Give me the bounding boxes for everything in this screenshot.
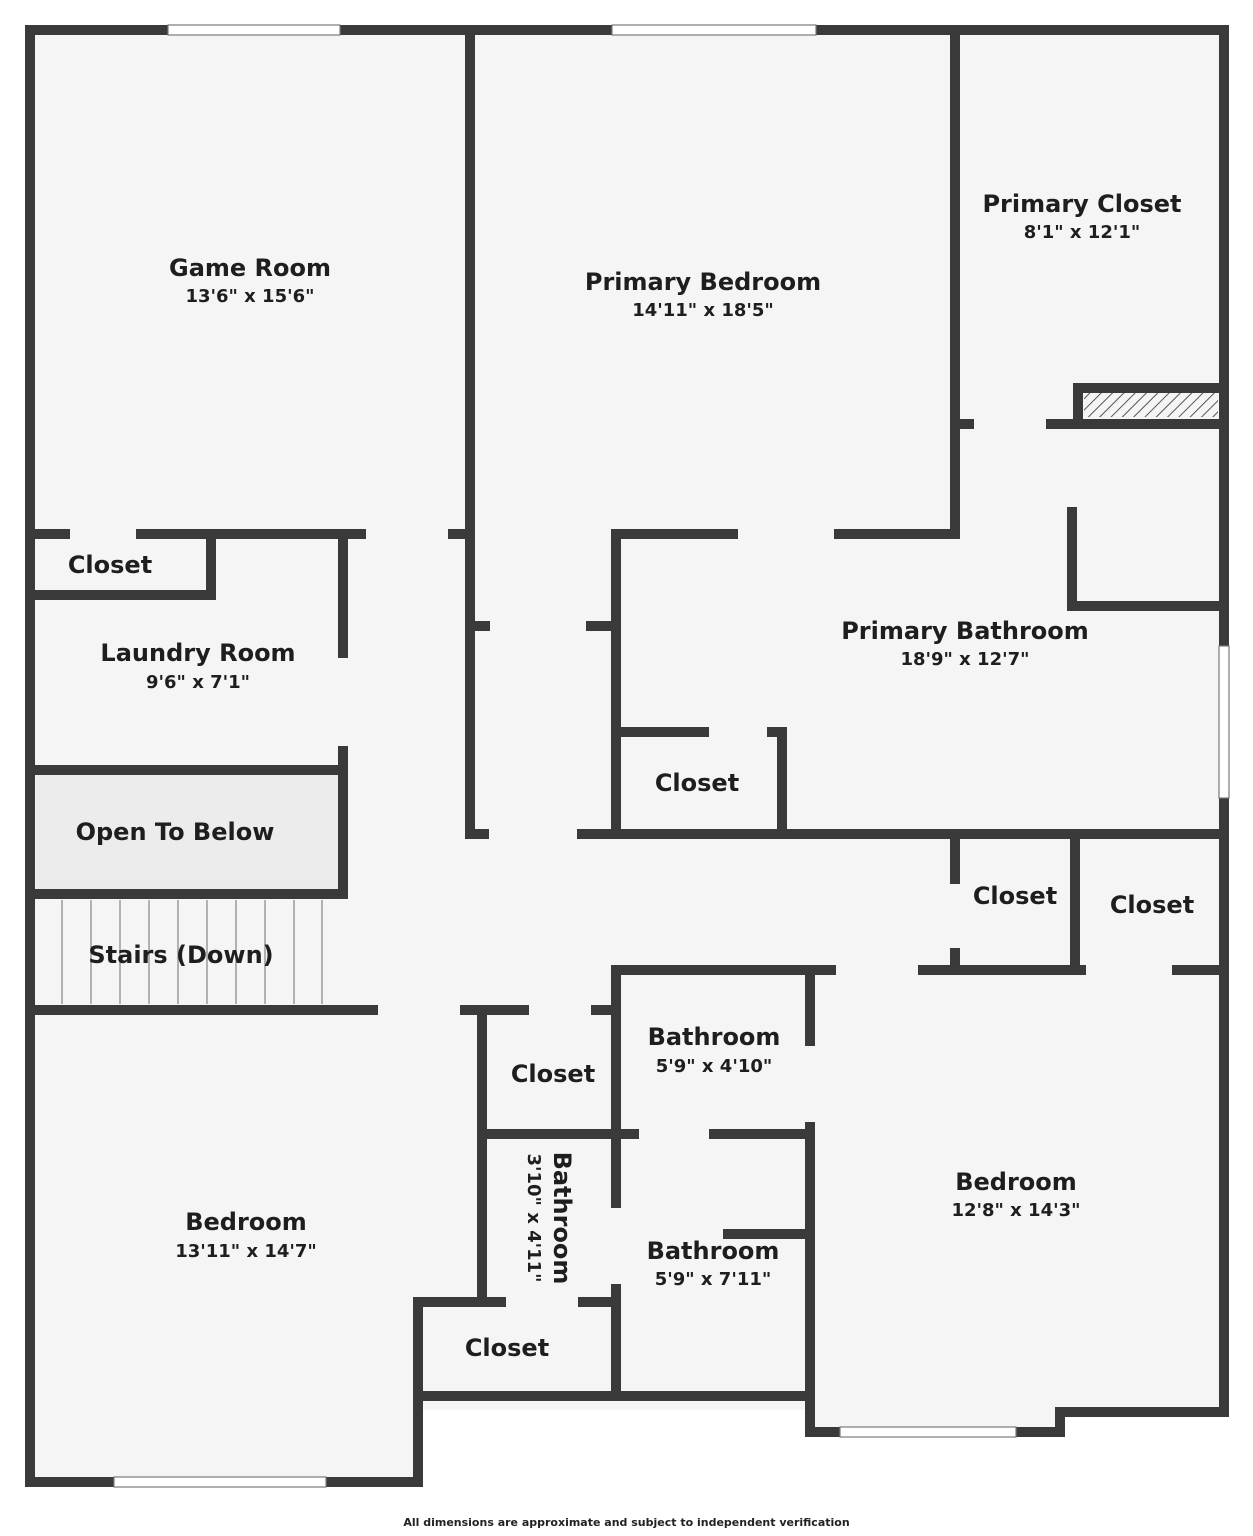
label-closet-hall-2: Closet: [1110, 891, 1194, 919]
openings: [70, 419, 1172, 1307]
dims-bedroom-right: 12'8" x 14'3": [951, 1200, 1080, 1221]
label-primary-bedroom: Primary Bedroom: [585, 268, 821, 296]
label-stairs: Stairs (Down): [88, 941, 273, 969]
dims-primary-bathroom: 18'9" x 12'7": [900, 649, 1029, 670]
dims-laundry-room: 9'6" x 7'1": [146, 672, 250, 693]
dims-bathroom-second: 5'9" x 7'11": [655, 1269, 772, 1290]
label-open-to-below: Open To Below: [76, 818, 275, 846]
walls: [25, 25, 1229, 1487]
label-bedroom-left: Bedroom: [185, 1208, 307, 1236]
dims-bedroom-left: 13'11" x 14'7": [175, 1241, 317, 1262]
label-bathroom-small: Bathroom: [648, 1023, 781, 1051]
dims-primary-bedroom: 14'11" x 18'5": [632, 300, 774, 321]
closet-shelf: [1084, 393, 1218, 417]
label-laundry-room: Laundry Room: [100, 639, 295, 667]
label-closet-bottom: Closet: [465, 1334, 549, 1362]
label-closet-mid: Closet: [511, 1060, 595, 1088]
dims-bathroom-small: 5'9" x 4'10": [656, 1056, 773, 1077]
dims-bathroom-vertical: 3'10" x 4'11": [523, 1153, 544, 1282]
dims-game-room: 13'6" x 15'6": [185, 286, 314, 307]
label-bathroom-second: Bathroom: [647, 1237, 780, 1265]
label-primary-bathroom: Primary Bathroom: [841, 617, 1089, 645]
windows: [113, 24, 1230, 1488]
open-to-below-area: [36, 774, 338, 890]
dims-primary-closet: 8'1" x 12'1": [1024, 222, 1141, 243]
label-bathroom-vertical: Bathroom: [548, 1152, 576, 1285]
label-closet-laundry: Closet: [68, 551, 152, 579]
label-primary-closet: Primary Closet: [982, 190, 1181, 218]
label-closet-bath: Closet: [655, 769, 739, 797]
disclaimer-footer: All dimensions are approximate and subje…: [403, 1516, 850, 1529]
label-closet-hall-1: Closet: [973, 882, 1057, 910]
label-bedroom-right: Bedroom: [955, 1168, 1077, 1196]
stairs-treads: [61, 900, 323, 1004]
floor-area: [30, 30, 1224, 1482]
room-labels: Game Room 13'6" x 15'6" Primary Bedroom …: [68, 190, 1194, 1362]
label-game-room: Game Room: [169, 254, 331, 282]
